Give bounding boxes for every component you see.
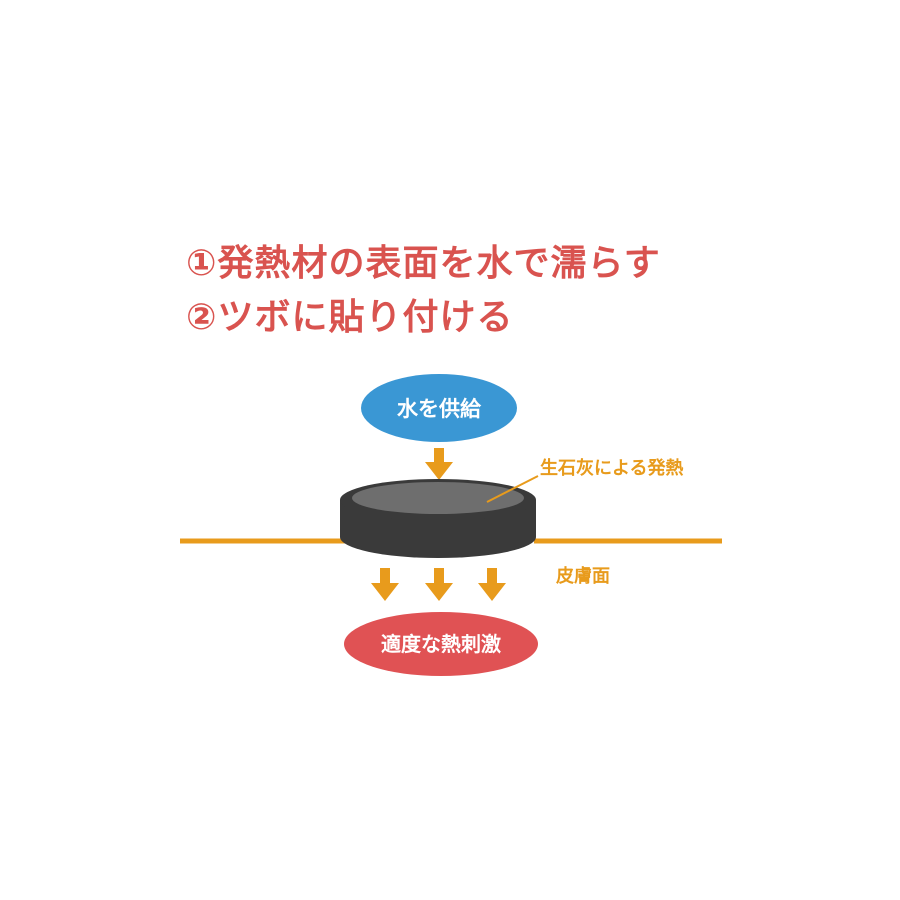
skin-surface-label: 皮膚面 [556,565,610,587]
down-arrow-icon [425,448,453,480]
disc-top-surface [352,482,524,514]
water-supply-label: 水を供給 [397,397,482,421]
water-supply-ellipse [361,374,517,442]
heating-material-disc [340,479,536,558]
heat-source-label: 生石灰による発熱 [540,457,683,479]
down-arrow-icon [478,568,506,601]
down-arrow-icon [371,568,399,601]
down-arrow-icon [425,568,453,601]
heat-stimulus-label: 適度な熱刺激 [381,632,501,656]
instruction-step-2: ②ツボに貼り付ける [186,297,514,338]
heat-label-leader-line [486,475,539,503]
instruction-step-1: ①発熱材の表面を水で濡らす [186,243,661,284]
heat-stimulus-ellipse [344,612,538,676]
